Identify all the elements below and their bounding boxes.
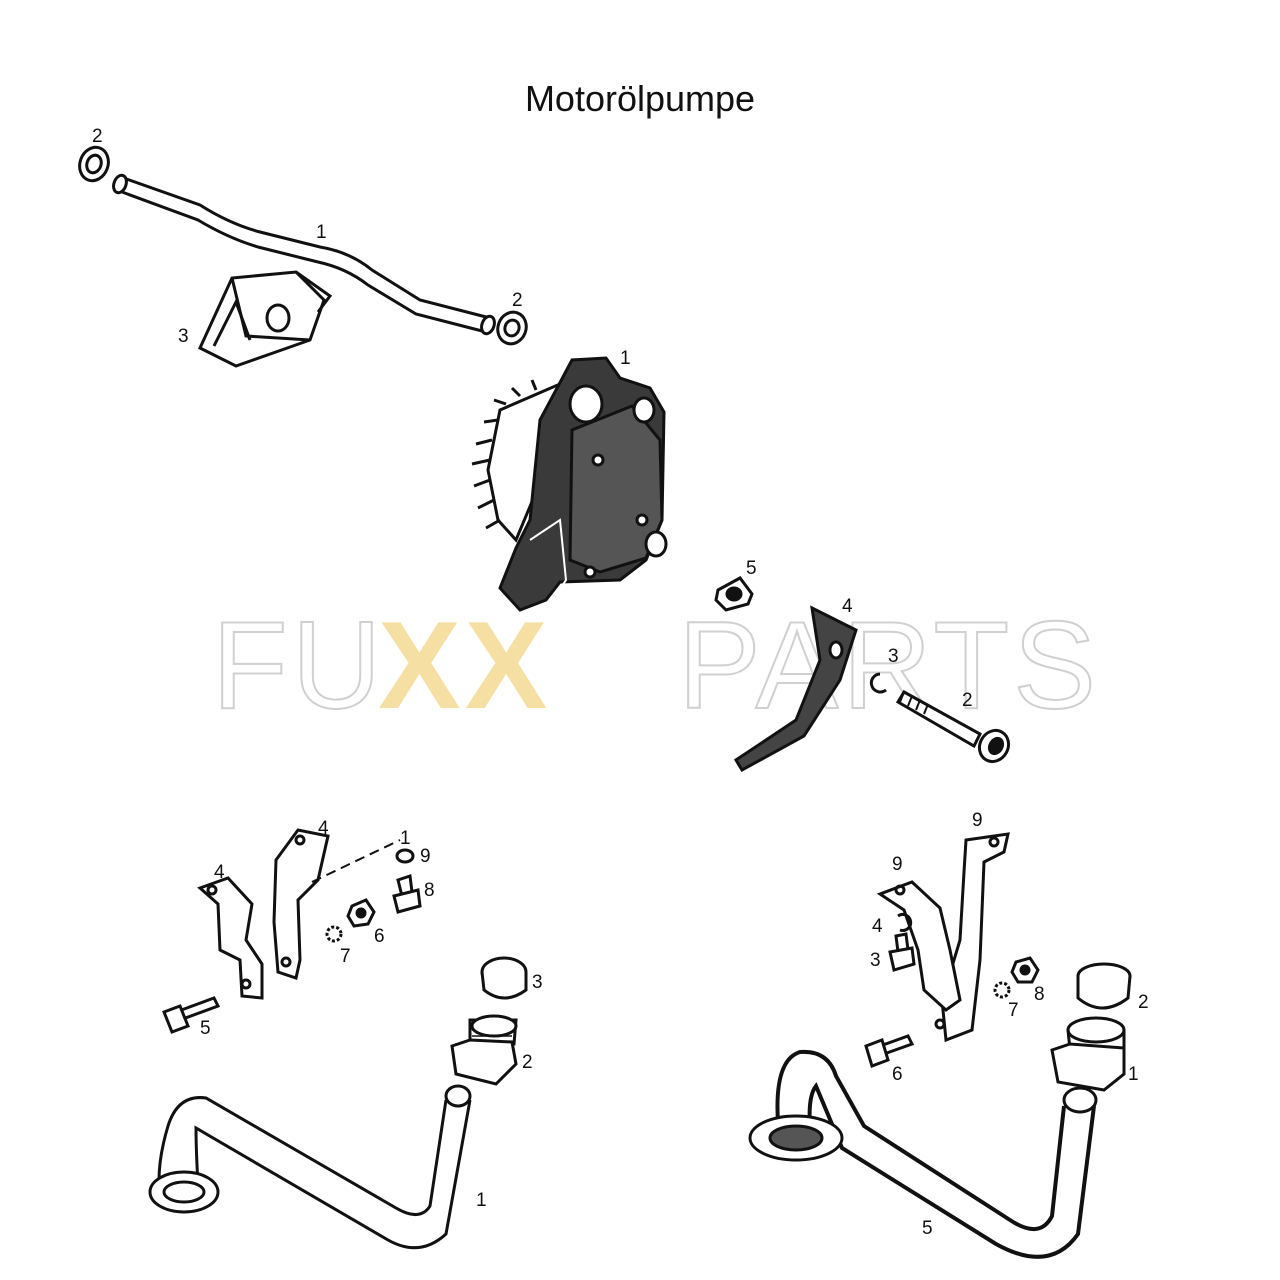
oil-line-pipe-part [112, 173, 496, 336]
watermark-right: PARTS [678, 597, 1100, 735]
right-bracket-short-part [876, 880, 962, 1030]
callouts-oil-line: 2 1 2 3 [92, 126, 523, 347]
callout: 4 [872, 916, 883, 937]
callout: 8 [424, 880, 435, 901]
callout: 8 [1034, 984, 1045, 1005]
suction-left-group [148, 828, 528, 1250]
callout: 2 [1138, 992, 1149, 1013]
pump-body-part [498, 356, 668, 612]
pump-lock-washer-part [869, 672, 887, 694]
callout: 1 [400, 828, 411, 849]
callout: 4 [214, 862, 225, 883]
callout: 5 [200, 1018, 211, 1039]
watermark-left: FU [212, 597, 385, 735]
callout: 3 [888, 646, 899, 667]
callout: 2 [512, 290, 523, 311]
right-bolt-small-part [888, 932, 916, 972]
pump-bolt-part [895, 689, 1011, 764]
diagram-title: Motorölpumpe [524, 78, 756, 119]
pump-spacer-part [714, 576, 754, 612]
right-bolt-part [864, 1034, 915, 1068]
callouts-oil-pump: 1 5 4 3 2 [620, 348, 973, 711]
callout: 2 [962, 690, 973, 711]
callout: 5 [746, 558, 757, 579]
left-washer-part [395, 848, 415, 864]
right-nut-part [1010, 956, 1040, 984]
callout: 1 [620, 348, 631, 369]
callout: 2 [92, 126, 103, 147]
callout: 3 [178, 326, 189, 347]
callout: 5 [922, 1218, 933, 1239]
callout: 6 [892, 1064, 903, 1085]
callout: 9 [972, 810, 983, 831]
callouts-suction-right: 9 9 4 3 8 7 2 1 6 5 [870, 810, 1149, 1239]
right-bracket-long-part [940, 832, 1010, 1043]
washer-right-part [496, 310, 528, 346]
oil-line-bracket-part [198, 270, 333, 368]
callout: 9 [892, 854, 903, 875]
callout: 3 [870, 950, 881, 971]
callout: 3 [532, 972, 543, 993]
callout: 2 [522, 1052, 533, 1073]
left-cap-part [480, 956, 528, 1000]
callout: 1 [316, 222, 327, 243]
left-union-part [450, 1014, 518, 1086]
oil-pump-group [471, 356, 1011, 773]
right-cap-part [1076, 962, 1132, 1010]
left-star-washer-part [325, 925, 343, 943]
left-nut-part [346, 898, 376, 928]
watermark: FU XX PARTS [211, 596, 1100, 736]
right-suction-pipe-part [748, 1049, 1098, 1259]
callout: 1 [476, 1190, 487, 1211]
callout: 7 [1008, 1000, 1019, 1021]
callout: 4 [842, 596, 853, 617]
callout: 4 [318, 818, 329, 839]
callout: 1 [1128, 1064, 1139, 1085]
suction-right-group [748, 832, 1132, 1259]
callout: 6 [374, 926, 385, 947]
left-clamp-front-part [197, 876, 264, 1000]
callout: 9 [420, 846, 431, 867]
left-clamp-rear-part [272, 828, 401, 980]
watermark-middle: XX [378, 597, 551, 735]
left-bolt-part [162, 996, 221, 1034]
pump-bracket-part [733, 605, 858, 773]
callouts-suction-left: 4 4 1 9 8 6 7 3 5 2 1 [200, 818, 543, 1211]
left-bolt-small-part [392, 873, 422, 914]
right-star-washer-part [993, 981, 1011, 999]
left-suction-pipe-part [148, 1084, 472, 1250]
washer-left-part [78, 145, 110, 183]
right-washer-part [897, 912, 913, 932]
right-union-part [1050, 1016, 1126, 1092]
oil-line-group [78, 145, 528, 368]
callout: 7 [340, 946, 351, 967]
